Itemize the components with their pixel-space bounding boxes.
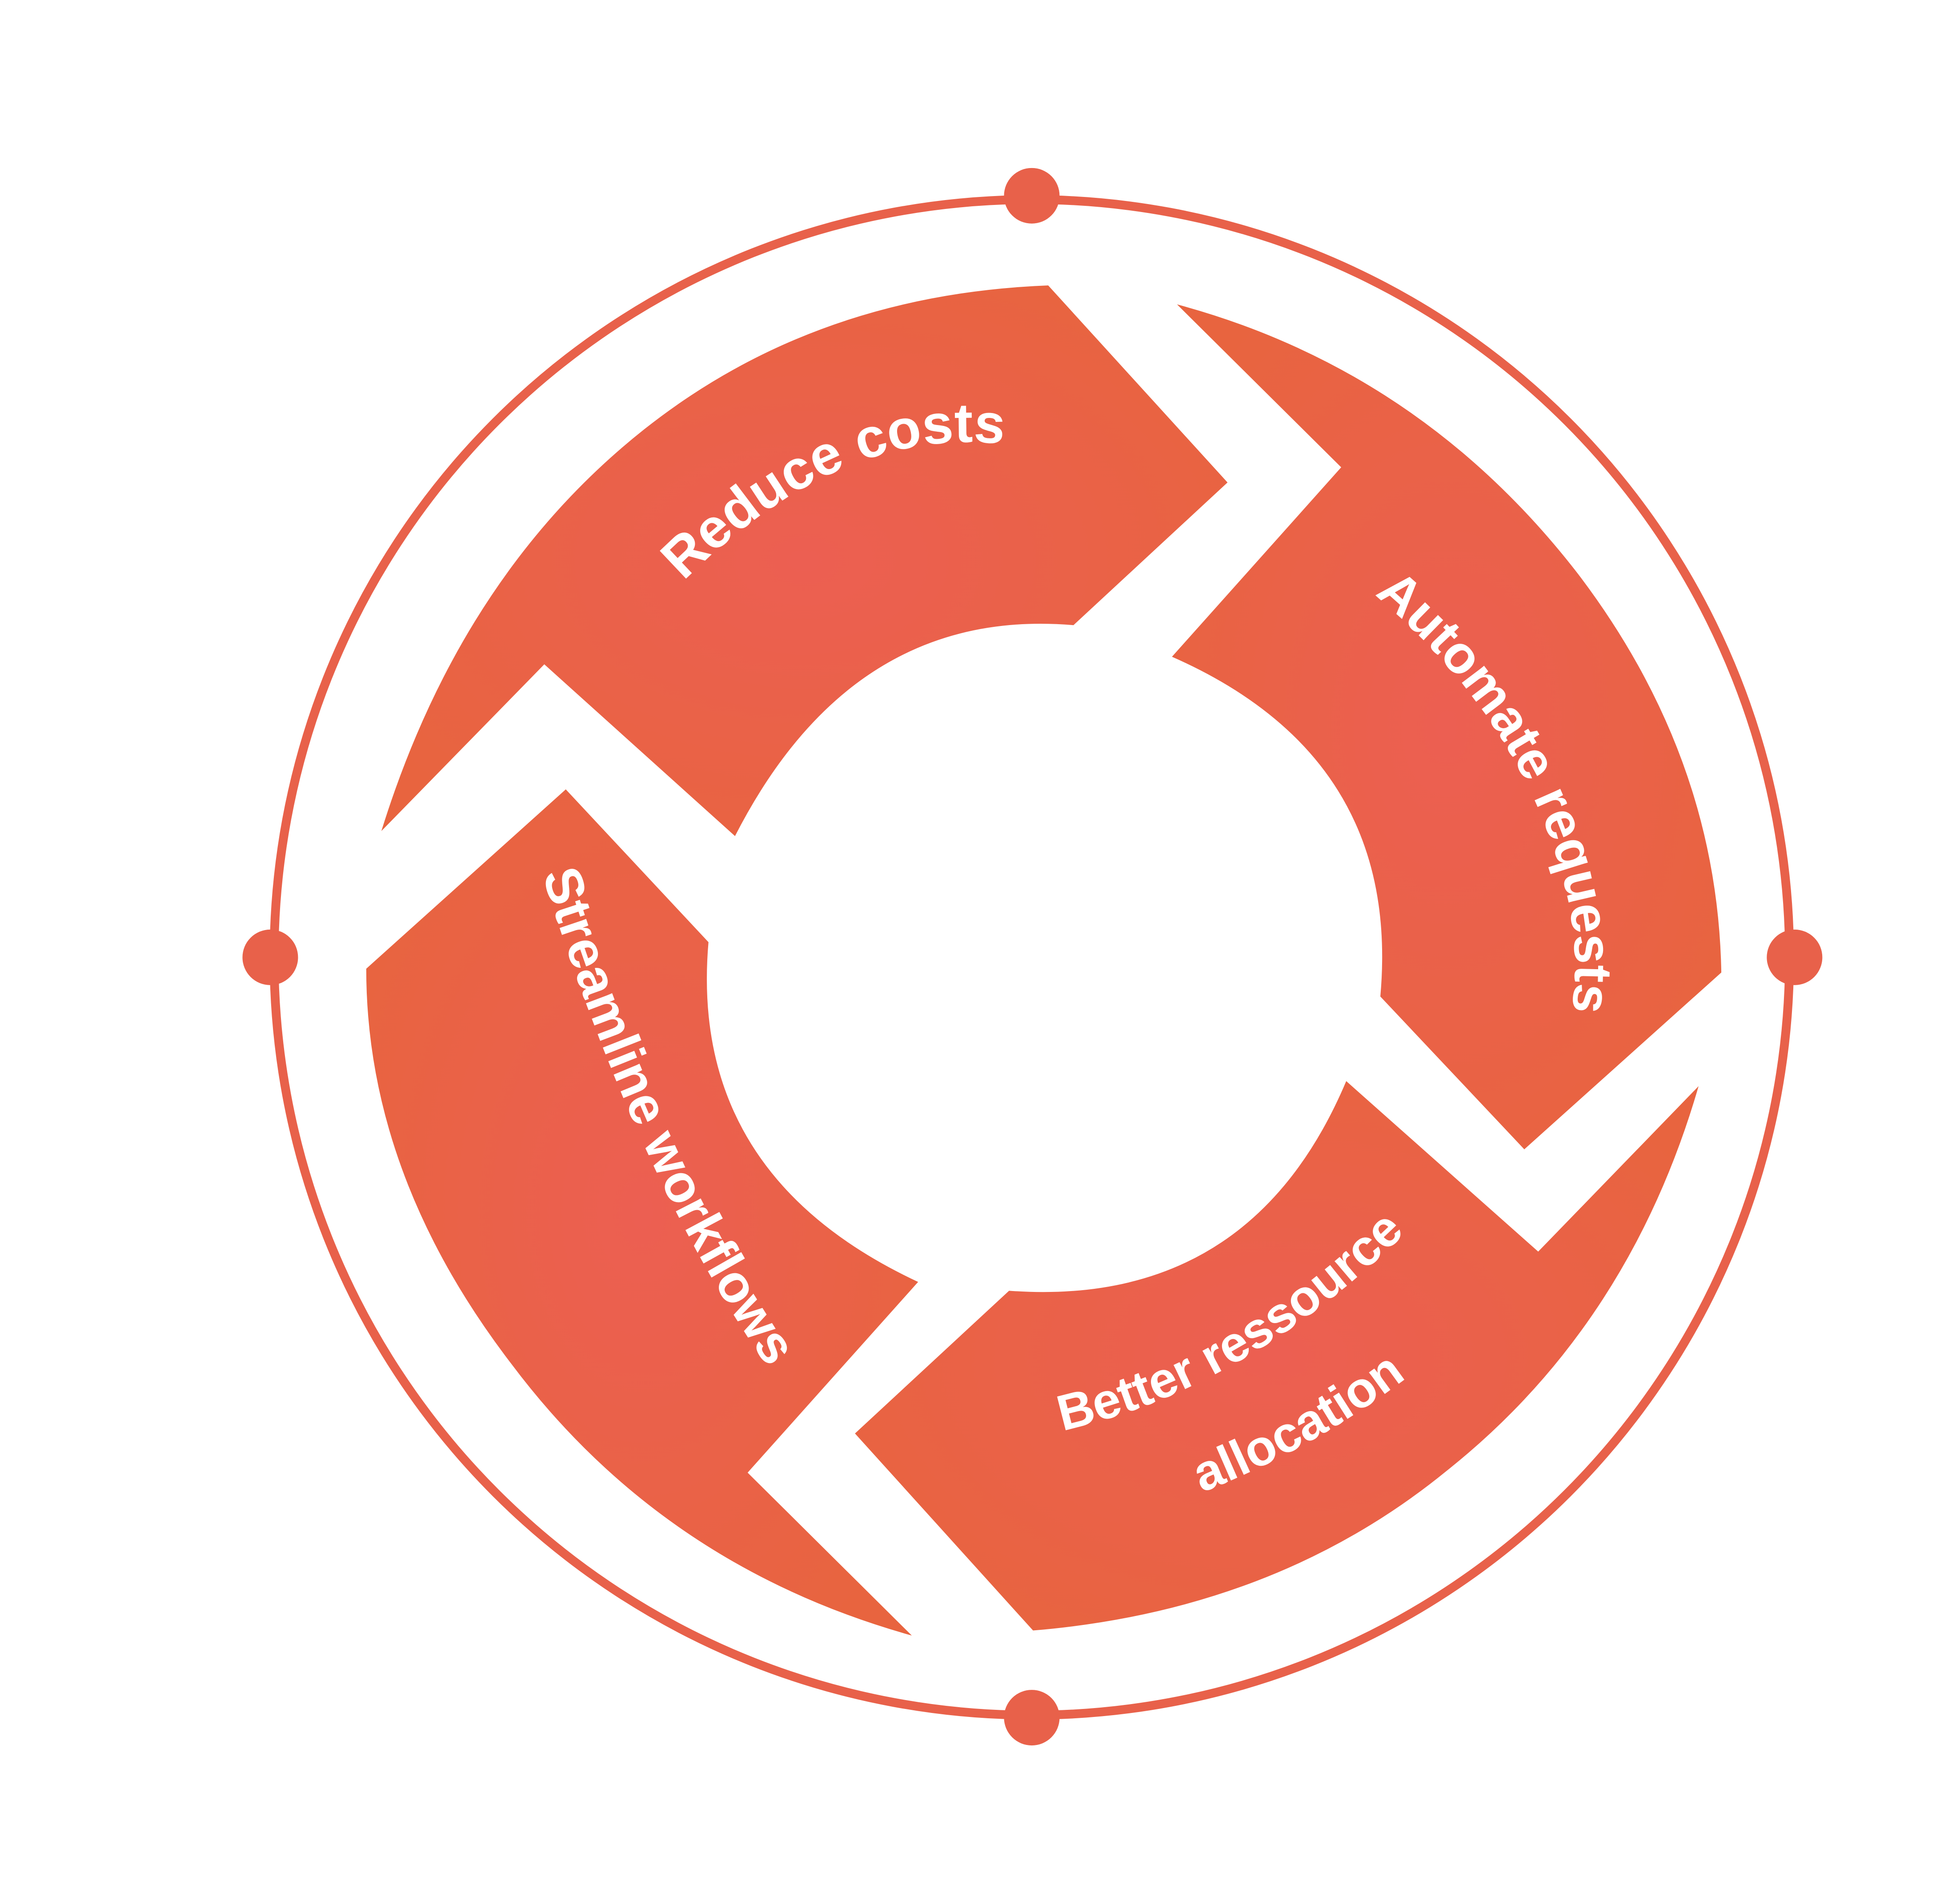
arrow-reduce-costs [381,285,1228,836]
arrow-automate-requests [1172,304,1722,1150]
ring-node-left [242,929,298,985]
ring-node-bottom [1004,1690,1060,1746]
arrow-better-ressource-allocation [855,1081,1699,1631]
ring-node-right [1767,929,1823,985]
ring-node-top [1004,168,1060,224]
arrow-streamline-workflows [366,789,918,1636]
